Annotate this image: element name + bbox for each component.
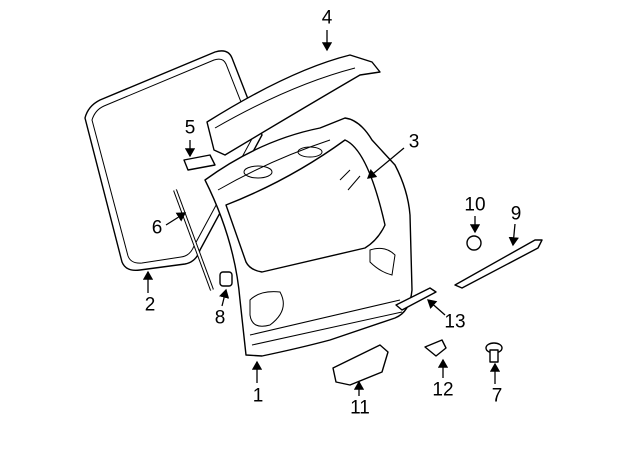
hinge-part bbox=[183, 154, 216, 171]
callout-4: 4 bbox=[321, 7, 333, 29]
callout-5: 5 bbox=[184, 117, 196, 139]
clip-part bbox=[424, 339, 447, 357]
trim-strip-part bbox=[454, 239, 543, 289]
callout-2: 2 bbox=[144, 294, 156, 316]
emblem-part bbox=[466, 235, 482, 251]
strut-part bbox=[173, 189, 214, 291]
bumper-part bbox=[219, 271, 233, 287]
callout-12: 12 bbox=[432, 379, 454, 401]
callout-8: 8 bbox=[214, 307, 226, 329]
callout-7: 7 bbox=[491, 385, 503, 407]
callout-3: 3 bbox=[408, 131, 420, 153]
liftgate-part bbox=[204, 117, 413, 357]
callout-6: 6 bbox=[151, 217, 163, 239]
latch-part bbox=[332, 344, 389, 386]
callout-10: 10 bbox=[464, 194, 486, 216]
callout-13: 13 bbox=[444, 311, 466, 333]
callout-9: 9 bbox=[510, 203, 522, 225]
callout-11: 11 bbox=[350, 397, 370, 419]
callout-1: 1 bbox=[252, 385, 264, 407]
bolt-part bbox=[485, 342, 503, 363]
leader-lines bbox=[142, 30, 519, 396]
spoiler-part bbox=[206, 54, 381, 156]
handle-part bbox=[395, 287, 437, 311]
